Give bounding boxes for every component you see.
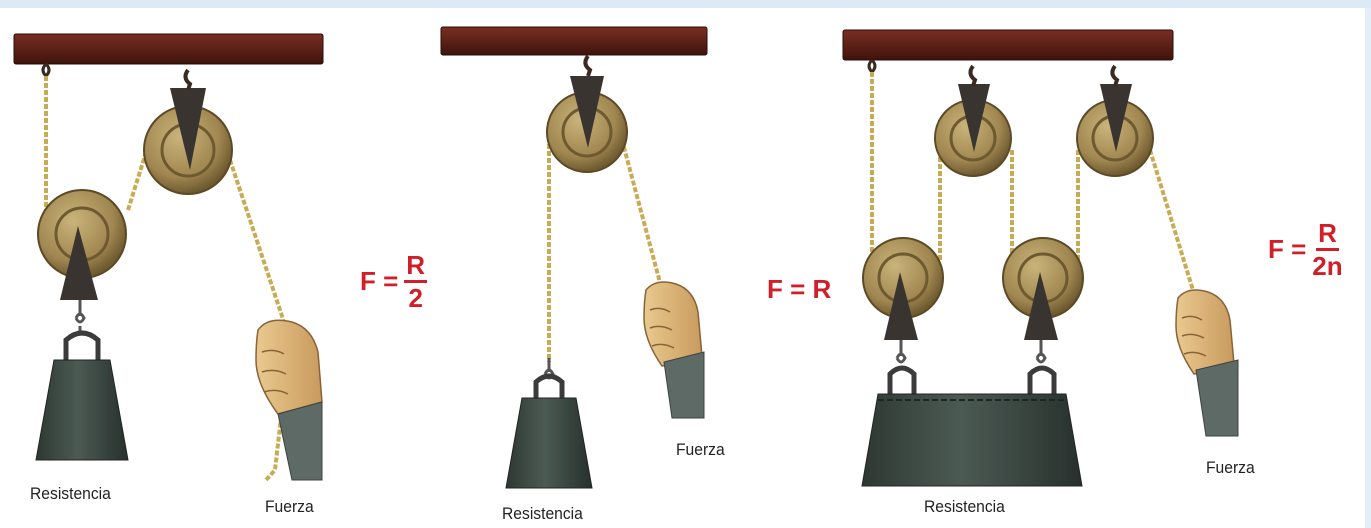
formula-diagram-2: F = R	[767, 274, 831, 305]
diagram-2-force-label: Fuerza	[676, 440, 725, 460]
formula-denominator: 2	[408, 283, 422, 311]
formula-denominator: 2n	[1312, 251, 1342, 279]
chain	[897, 340, 905, 362]
hand	[1176, 290, 1238, 436]
anchor-hook	[869, 60, 875, 72]
weight	[36, 360, 128, 460]
ceiling-beam	[14, 34, 323, 64]
formula-lhs: F =	[360, 266, 398, 297]
rope	[622, 140, 662, 290]
ceiling-beam	[441, 27, 707, 55]
anchor-hook	[43, 64, 49, 76]
diagram-1-force-label: Fuerza	[265, 497, 314, 517]
diagram-2-load-label: Resistencia	[502, 504, 583, 524]
formula-diagram-1: F = R 2	[360, 252, 427, 311]
formula-lhs: F =	[1268, 234, 1306, 265]
sleeve	[664, 352, 704, 418]
hand	[256, 320, 322, 480]
diagram-3-force-label: Fuerza	[1206, 458, 1255, 478]
sleeve	[1196, 360, 1238, 436]
formula-diagram-3: F = R 2n	[1268, 220, 1343, 279]
formula-lhs: F = R	[767, 274, 831, 305]
weight	[506, 398, 592, 488]
rope	[1150, 150, 1196, 300]
formula-numerator: R	[1316, 220, 1339, 251]
hook	[1112, 66, 1117, 86]
diagram-3	[843, 30, 1238, 486]
diagram-2	[441, 27, 707, 488]
diagram-1-load-label: Resistencia	[30, 484, 111, 504]
hook	[585, 56, 590, 76]
hook	[185, 70, 190, 90]
weight-handle	[536, 376, 562, 400]
weight	[862, 394, 1082, 486]
ceiling-beam	[843, 30, 1173, 60]
hand	[644, 282, 704, 418]
formula-fraction: R 2	[404, 252, 427, 311]
weight-handle	[66, 333, 98, 362]
sleeve	[278, 402, 322, 480]
diagram-3-load-label: Resistencia	[924, 497, 1005, 517]
formula-numerator: R	[404, 252, 427, 283]
chain	[76, 300, 84, 332]
chain	[1037, 340, 1045, 362]
weight-handle	[1030, 368, 1054, 396]
diagram-1	[14, 34, 323, 480]
formula-fraction: R 2n	[1312, 220, 1342, 279]
hook	[970, 66, 975, 86]
weight-handle	[890, 368, 914, 396]
